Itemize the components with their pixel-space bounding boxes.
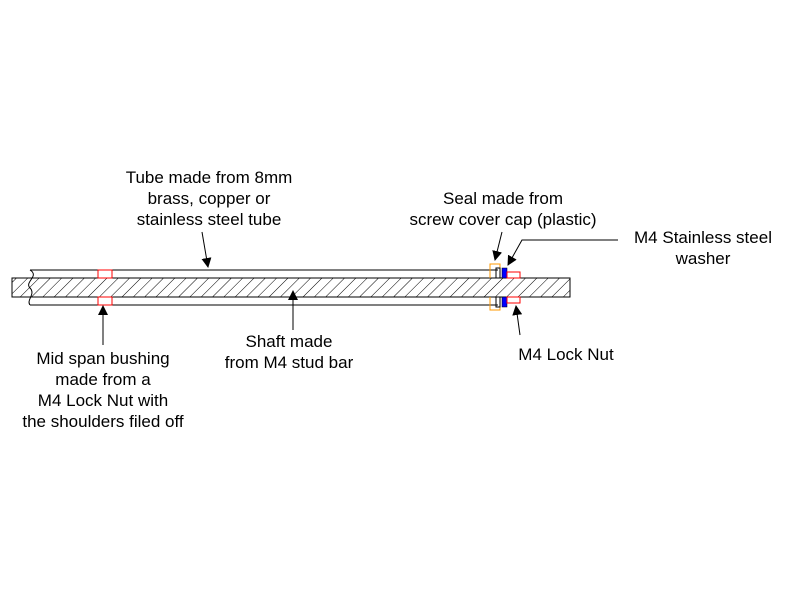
tube-label-line-3: stainless steel tube <box>136 210 282 229</box>
seal-top <box>489 263 501 278</box>
bushing-label-line-2: made from a <box>55 370 151 389</box>
tube-label: Tube made from 8mm brass, copper or stai… <box>96 167 322 230</box>
bushing-bottom <box>97 296 113 306</box>
shaft <box>11 277 571 298</box>
tube-leader-arrow <box>201 231 212 268</box>
seal <box>489 263 501 311</box>
seal-label-line-1: Seal made from <box>443 189 563 208</box>
lock-nut-top <box>506 271 521 279</box>
lock-nut-bottom <box>506 296 521 304</box>
seal-leader-arrow <box>492 231 503 261</box>
bushing-top <box>97 269 113 279</box>
seal-inner-top <box>495 267 501 279</box>
washer-leader-arrow <box>507 239 618 266</box>
lock-nut <box>506 271 521 304</box>
locknut-label-line-1: M4 Lock Nut <box>518 345 614 364</box>
shaft-label-line-1: Shaft made <box>245 332 333 351</box>
bushing-label-line-4: the shoulders filed off <box>22 412 184 431</box>
tube-label-line-1: Tube made from 8mm <box>125 168 293 187</box>
washer-bottom <box>501 296 508 308</box>
seal-label-line-2: screw cover cap (plastic) <box>409 210 597 229</box>
bushing-label: Mid span bushing made from a M4 Lock Nut… <box>0 348 206 432</box>
shaft-label: Shaft made from M4 stud bar <box>198 331 380 373</box>
tube-label-line-2: brass, copper or <box>147 189 271 208</box>
locknut-leader-arrow <box>512 305 523 336</box>
seal-bottom <box>489 297 501 311</box>
bushing-label-line-1: Mid span bushing <box>36 349 170 368</box>
locknut-label: M4 Lock Nut <box>498 344 634 365</box>
seal-label: Seal made from screw cover cap (plastic) <box>372 188 634 230</box>
seal-inner-bottom <box>495 296 501 308</box>
shaft-label-line-2: from M4 stud bar <box>224 353 354 372</box>
washer-label-line-1: M4 Stainless steel <box>634 228 772 247</box>
bushing-label-line-3: M4 Lock Nut with <box>37 391 169 410</box>
washer-label: M4 Stainless steel washer <box>612 227 794 269</box>
washer-label-line-2: washer <box>675 249 731 268</box>
washer-top <box>501 267 508 279</box>
